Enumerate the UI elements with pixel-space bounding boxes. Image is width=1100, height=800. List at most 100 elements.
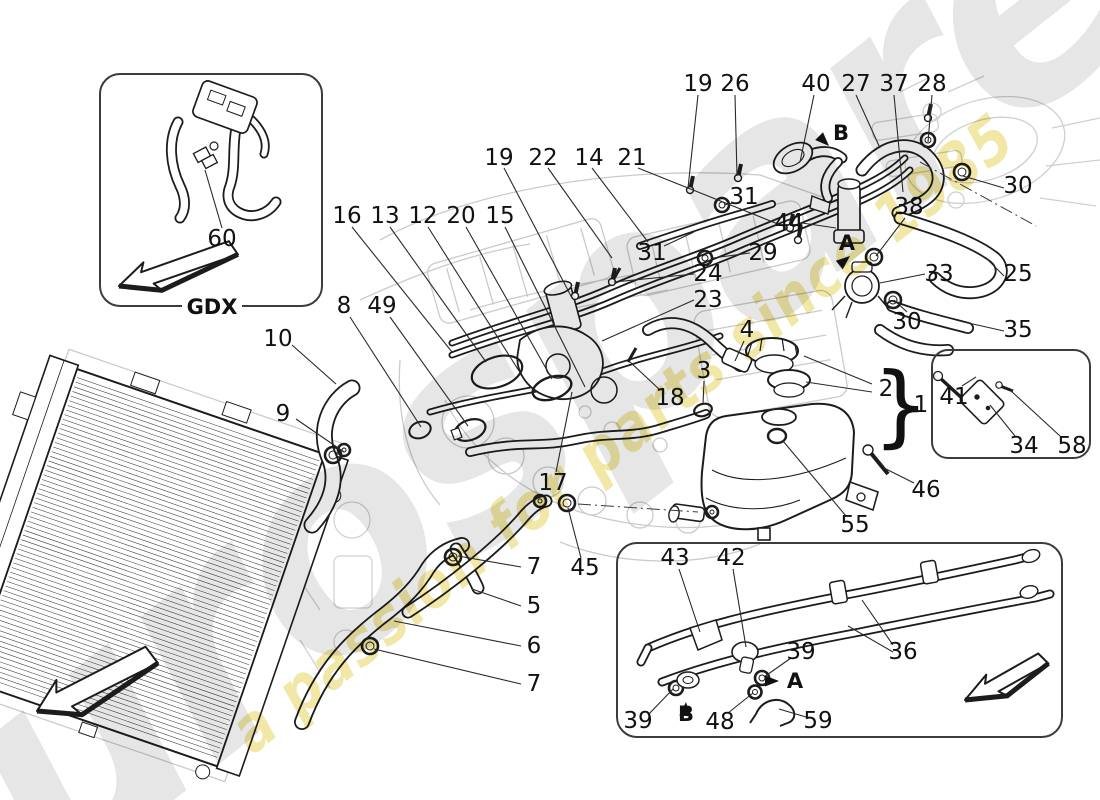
part-number-15[interactable]: 15: [485, 203, 514, 229]
part-number-27[interactable]: 27: [841, 71, 870, 97]
part-number-5[interactable]: 5: [527, 593, 542, 619]
part-number-37[interactable]: 37: [879, 71, 908, 97]
leader-line: [702, 380, 705, 405]
part-number-44[interactable]: 44: [774, 210, 803, 236]
leader-line: [778, 708, 807, 718]
leader-line: [389, 226, 487, 363]
part-number-40[interactable]: 40: [801, 71, 830, 97]
part-number-39[interactable]: 39: [786, 639, 815, 665]
leader-line: [961, 376, 977, 387]
part-number-29[interactable]: 29: [748, 240, 777, 266]
leader-line: [875, 217, 906, 257]
leader-line: [647, 688, 674, 716]
part-number-6[interactable]: 6: [527, 633, 542, 659]
leader-lines: [204, 94, 1061, 718]
part-number-30[interactable]: 30: [892, 309, 921, 335]
part-number-21[interactable]: 21: [617, 145, 646, 171]
part-number-19[interactable]: 19: [683, 71, 712, 97]
leader-line: [457, 555, 522, 568]
part-number-1[interactable]: 1: [914, 392, 929, 418]
leader-line: [799, 94, 815, 163]
part-number-46[interactable]: 46: [911, 477, 940, 503]
part-number-39[interactable]: 39: [623, 708, 652, 734]
part-number-3[interactable]: 3: [697, 358, 712, 384]
part-number-28[interactable]: 28: [917, 71, 946, 97]
part-number-59[interactable]: 59: [803, 708, 832, 734]
part-number-7[interactable]: 7: [527, 671, 542, 697]
part-number-26[interactable]: 26: [720, 71, 749, 97]
part-number-19[interactable]: 19: [484, 145, 513, 171]
part-number-4[interactable]: 4: [740, 317, 755, 343]
leader-line: [389, 316, 469, 427]
leader-line: [591, 167, 649, 243]
view-letter-A[interactable]: A: [839, 231, 856, 255]
leader-line: [861, 599, 894, 646]
leader-line: [465, 226, 553, 380]
part-number-10[interactable]: 10: [263, 326, 292, 352]
leader-line: [678, 568, 701, 633]
part-number-25[interactable]: 25: [1003, 261, 1032, 287]
part-number-31[interactable]: 31: [637, 240, 666, 266]
leader-line: [637, 167, 789, 229]
leader-line: [393, 620, 522, 647]
leader-line: [687, 94, 699, 189]
part-number-20[interactable]: 20: [446, 203, 475, 229]
part-number-33[interactable]: 33: [924, 261, 953, 287]
leader-line: [373, 648, 522, 685]
part-number-36[interactable]: 36: [888, 639, 917, 665]
dashdot-lines: [577, 161, 1037, 513]
leader-line: [663, 231, 695, 247]
gdx-label[interactable]: GDX: [187, 295, 238, 319]
part-number-2[interactable]: 2: [879, 376, 894, 402]
leader-line: [291, 344, 337, 385]
part-number-55[interactable]: 55: [840, 512, 869, 538]
part-number-22[interactable]: 22: [528, 145, 557, 171]
part-number-38[interactable]: 38: [894, 194, 923, 220]
direction-arrows: [36, 240, 1050, 718]
view-letter-B[interactable]: B: [833, 121, 849, 145]
leader-line: [601, 299, 695, 342]
part-number-14[interactable]: 14: [574, 145, 603, 171]
part-number-49[interactable]: 49: [367, 293, 396, 319]
view-letter-A[interactable]: A: [787, 669, 804, 693]
part-number-41[interactable]: 41: [939, 384, 968, 410]
part-number-9[interactable]: 9: [276, 401, 291, 427]
part-number-60[interactable]: 60: [207, 226, 236, 252]
part-number-45[interactable]: 45: [570, 555, 599, 581]
part-number-48[interactable]: 48: [705, 709, 734, 735]
part-number-23[interactable]: 23: [693, 287, 722, 313]
leader-line: [927, 94, 933, 143]
view-arrowhead: [835, 256, 850, 270]
part-number-8[interactable]: 8: [337, 293, 352, 319]
part-number-16[interactable]: 16: [332, 203, 361, 229]
part-number-43[interactable]: 43: [660, 545, 689, 571]
part-number-24[interactable]: 24: [693, 261, 722, 287]
leader-line: [427, 226, 520, 372]
leader-line: [1009, 389, 1061, 437]
leader-line: [204, 169, 223, 229]
part-number-17[interactable]: 17: [538, 470, 567, 496]
part-number-12[interactable]: 12: [408, 203, 437, 229]
part-number-58[interactable]: 58: [1057, 433, 1086, 459]
leader-line: [727, 692, 754, 714]
view-letter-B[interactable]: B: [678, 702, 694, 726]
leader-line: [893, 299, 908, 313]
view-arrowhead: [765, 675, 779, 687]
leader-line: [613, 273, 695, 283]
bracket-box: [931, 349, 1091, 459]
group-brace: }: [873, 354, 930, 458]
leader-line: [883, 467, 915, 484]
part-number-18[interactable]: 18: [655, 385, 684, 411]
leader-line: [547, 167, 613, 259]
gdx-heat-exchanger: [192, 80, 258, 170]
part-number-42[interactable]: 42: [716, 545, 745, 571]
part-number-35[interactable]: 35: [1003, 317, 1032, 343]
part-number-13[interactable]: 13: [370, 203, 399, 229]
part-number-31[interactable]: 31: [729, 184, 758, 210]
leader-line: [734, 94, 738, 177]
part-number-34[interactable]: 34: [1009, 433, 1038, 459]
leader-line: [471, 588, 522, 607]
leader-line: [962, 175, 1005, 189]
part-number-7[interactable]: 7: [527, 554, 542, 580]
part-number-30[interactable]: 30: [1003, 173, 1032, 199]
